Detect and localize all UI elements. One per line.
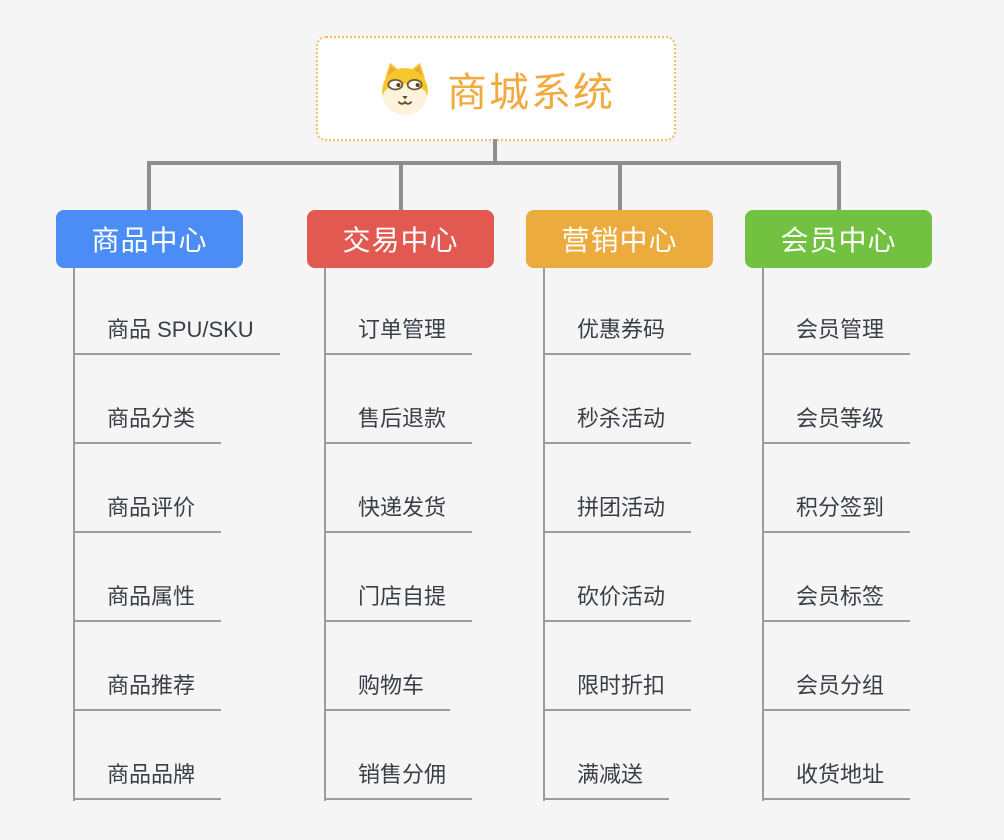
branch-line-2 (324, 268, 326, 801)
branch-item[interactable]: 商品属性 (73, 582, 222, 622)
branch-item[interactable]: 订单管理 (324, 315, 473, 355)
branch-item[interactable]: 会员标签 (762, 582, 911, 622)
branch-item[interactable]: 销售分佣 (324, 760, 473, 800)
dog-face-icon (377, 61, 433, 117)
branch-item[interactable]: 收货地址 (762, 760, 911, 800)
connector-drop-3 (618, 163, 622, 210)
branch-header-product[interactable]: 商品中心 (56, 210, 243, 268)
root-node[interactable]: 商城系统 (316, 36, 676, 141)
connector-drop-2 (399, 163, 403, 210)
branch-item[interactable]: 商品 SPU/SKU (73, 315, 280, 355)
branch-item[interactable]: 售后退款 (324, 404, 473, 444)
connector-drop-1 (147, 163, 151, 210)
branch-item[interactable]: 满减送 (543, 760, 670, 800)
branch-item[interactable]: 门店自提 (324, 582, 473, 622)
connector-stem (493, 139, 497, 163)
branch-line-4 (762, 268, 764, 801)
branch-item[interactable]: 商品推荐 (73, 671, 222, 711)
branch-item[interactable]: 拼团活动 (543, 493, 692, 533)
branch-item[interactable]: 购物车 (324, 671, 451, 711)
branch-header-member[interactable]: 会员中心 (745, 210, 932, 268)
branch-item[interactable]: 商品评价 (73, 493, 222, 533)
branch-line-3 (543, 268, 545, 801)
branch-line-1 (73, 268, 75, 801)
branch-item[interactable]: 商品品牌 (73, 760, 222, 800)
branch-header-trade[interactable]: 交易中心 (307, 210, 494, 268)
branch-item[interactable]: 会员等级 (762, 404, 911, 444)
connector-drop-4 (837, 163, 841, 210)
branch-item[interactable]: 会员分组 (762, 671, 911, 711)
branch-item[interactable]: 砍价活动 (543, 582, 692, 622)
root-title: 商城系统 (447, 70, 615, 115)
branch-item[interactable]: 优惠券码 (543, 315, 692, 355)
branch-item[interactable]: 限时折扣 (543, 671, 692, 711)
branch-item[interactable]: 快递发货 (324, 493, 473, 533)
branch-item[interactable]: 秒杀活动 (543, 404, 692, 444)
branch-item[interactable]: 积分签到 (762, 493, 911, 533)
branch-item[interactable]: 商品分类 (73, 404, 222, 444)
branch-item[interactable]: 会员管理 (762, 315, 911, 355)
branch-header-marketing[interactable]: 营销中心 (526, 210, 713, 268)
connector-horizontal (147, 161, 841, 165)
